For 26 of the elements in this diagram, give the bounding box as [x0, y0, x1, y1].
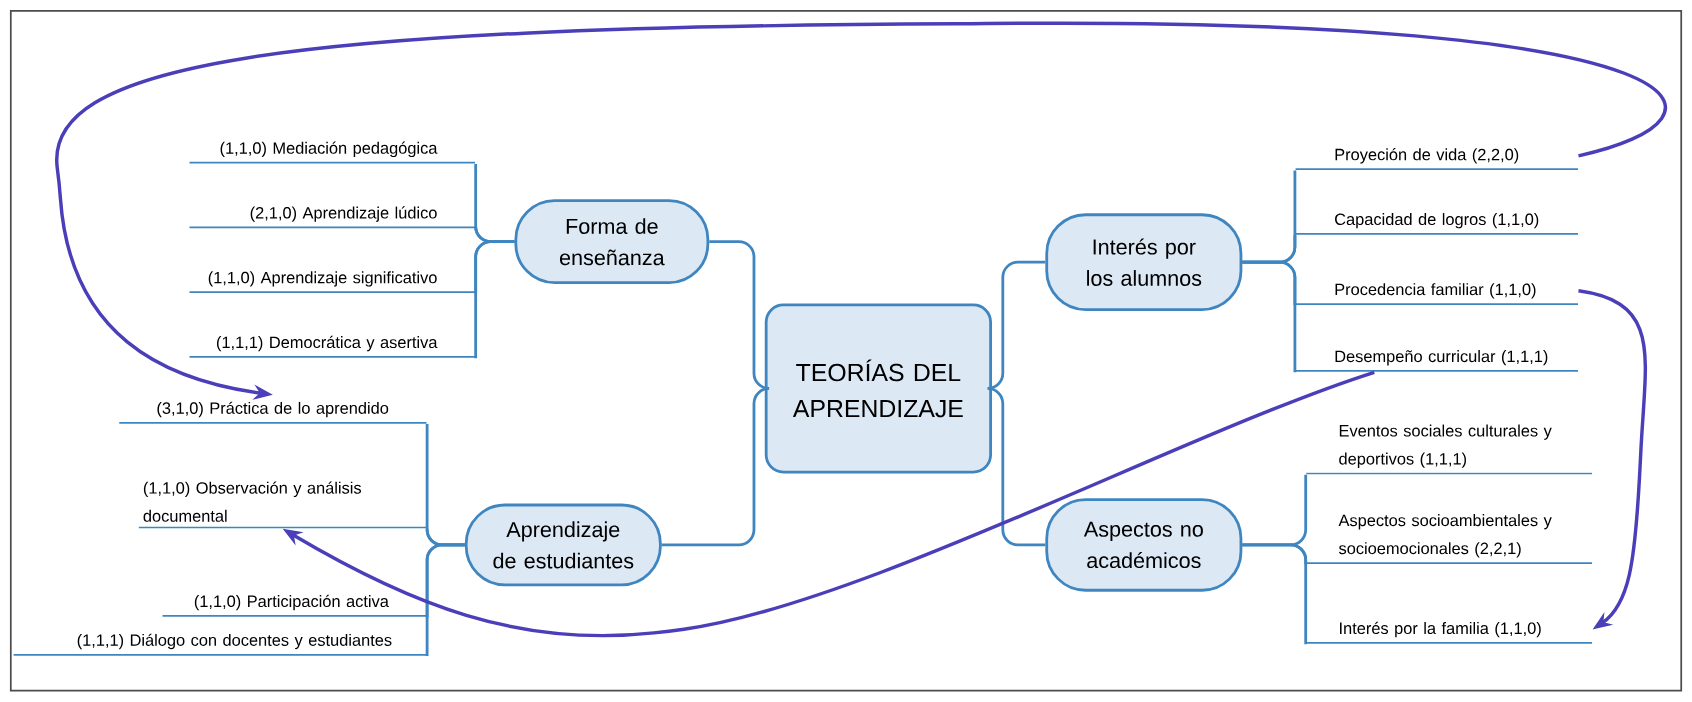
underlined-label: Eventos sociales culturales y deportivos (1,1,1) — [1306, 424, 1593, 475]
topic-box: Aprendizaje de estudiantes — [464, 503, 662, 587]
connector-line — [474, 240, 515, 358]
underlined-label: (1,1,0) Aprendizaje significativo — [189, 271, 476, 293]
underlined-label: (1,1,0) Participación activa — [162, 594, 427, 617]
underlined-label: (1,1,0) Mediación pedagógica — [189, 141, 476, 164]
connector-line — [986, 386, 1046, 547]
underlined-label: Procedencia familiar (1,1,0) — [1295, 282, 1579, 305]
underlined-label: (3,1,0) Práctica de lo aprendido — [119, 401, 427, 424]
underlined-label: (1,1,0) Observación y análisis documental — [138, 481, 427, 529]
connector-line — [425, 543, 465, 656]
topic-box: Forma de enseñanza — [514, 199, 710, 284]
underlined-label: Interés por la familia (1,1,0) — [1306, 621, 1593, 644]
underlined-label: (2,1,0) Aprendizaje lúdico — [189, 206, 476, 229]
topic-box: Aspectos no académicos — [1045, 497, 1243, 592]
underlined-label: (1,1,1) Democrática y asertiva — [189, 335, 476, 358]
connector-line — [661, 386, 771, 547]
underlined-label: (1,1,1) Diálogo con docentes y estudiantes — [13, 633, 427, 656]
underlined-label: Desempeño curricular (1,1,1) — [1295, 349, 1579, 372]
underlined-label: Capacidad de logros (1,1,0) — [1295, 212, 1579, 235]
connector-line — [1242, 260, 1297, 373]
central-topic-box: TEORÍAS DEL APRENDIZAJE — [764, 303, 992, 474]
underlined-label: Proyeción de vida (2,2,0) — [1295, 147, 1579, 170]
underlined-label: Aspectos socioambientales y socioemocionales (2,2,1) — [1306, 513, 1593, 564]
connector-line — [1242, 543, 1308, 644]
topic-box: Interés por los alumnos — [1045, 213, 1243, 311]
